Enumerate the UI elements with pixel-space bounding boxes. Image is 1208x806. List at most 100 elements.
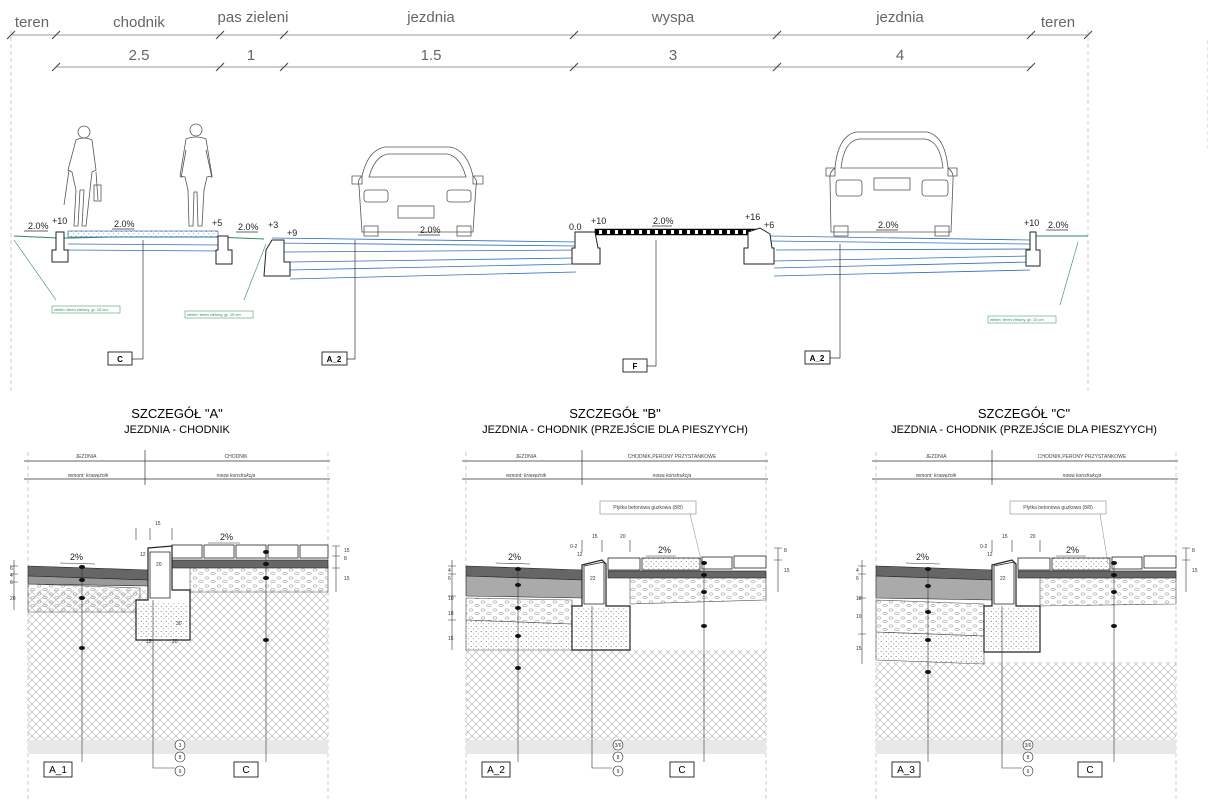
dim-value: 10 [856,614,862,620]
zone-note: nowa konstrukcja [217,473,256,479]
zone-label-pas-zieleni: pas zieleni [218,9,289,26]
green-note: zieleń: teren zielony, gr. 15 cm [54,307,108,312]
dim-value: 15 [856,646,862,652]
layer-circle-label: 8 [617,755,620,761]
elevation-label: +3 [268,220,278,230]
dim-value: 20 [172,639,178,645]
detail-tag: F [633,362,638,371]
detail-a: SZCZEGÓŁ "A" JEZDNIA - CHODNIK JEZDNIA C… [10,406,350,800]
car-front-icon [351,146,484,237]
sidewalk-pavers [67,230,219,238]
detail-subtitle: JEZDNIA - CHODNIK (PRZEJŚCIE DLA PIESZYY… [482,423,748,436]
dim-value: 22 [590,576,596,582]
car-front-icon [825,131,958,237]
dim-value: 15 [1002,534,1008,540]
dim-value: 8 [1192,548,1195,554]
zone-label: CHODNIK,PERONY PRZYSTANKOWE [1038,454,1127,460]
zone-label: CHODNIK,PERONY PRZYSTANKOWE [628,454,717,460]
slope-label: 2.0% [28,221,49,231]
detail-tag: A_3 [897,765,915,776]
zone-label: CHODNIK [224,454,248,460]
dim-value: 6 [10,580,13,586]
slope-label: 2% [1066,545,1079,555]
zone-note: nowa konstrukcja [1063,473,1102,479]
detail-tag: A_2 [810,354,825,363]
green-note: zieleń: teren zielony, gr. 15 cm [187,312,241,317]
dim-value: 30 [176,621,182,627]
dimension-ticks [6,30,1093,72]
elevation-label: +10 [1024,218,1039,228]
slope-label: 2.0% [114,219,135,229]
slope-label: 2.0% [1048,220,1069,230]
slope-label: 2% [658,545,671,555]
slope-label: 2.0% [420,225,441,235]
zone-label-jezdnia-1: jezdnia [406,9,455,26]
detail-tag: A_2 [487,765,505,776]
layer-circle-label: 9 [179,769,182,775]
zone-label: JEZDNIA [926,454,948,460]
zone-width-jezdnia-2: 4 [896,47,904,64]
layer-circle-label: 3 [179,743,182,749]
dim-value: 4 [10,573,13,579]
dim-value: 15 [784,568,790,574]
dim-value: 12 [577,552,583,558]
callout-note: Płytka betonowa guzkowa (8/8) [613,505,683,511]
dim-value: 8 [784,548,787,554]
dim-value: 20 [10,596,16,602]
zone-width-pas-zieleni: 1 [247,47,255,64]
pedestrian-figure-icon [63,125,102,227]
zone-label-teren-right: teren [1041,14,1075,31]
layer-circle-label: 3/6 [615,743,622,749]
dim-value: 15 [1192,568,1198,574]
dim-value: 15 [146,639,152,645]
zone-label-wyspa: wyspa [651,9,695,26]
elevation-label: +5 [212,218,222,228]
layer-circle-label: 8 [1027,755,1030,761]
zone-label-jezdnia-2: jezdnia [875,9,924,26]
top-cross-section: teren chodnik pas zieleni jezdnia wyspa … [6,9,1208,392]
pedestrian-figure-icon [179,123,213,227]
elevation-label: +9 [287,228,297,238]
zone-note: nowa konstrukcja [653,473,692,479]
slope-label: 2.0% [878,220,899,230]
layer-circle-label: 3/6 [1025,743,1032,749]
dim-value: 20 [156,562,162,568]
dim-value: 15 [344,576,350,582]
detail-tag: A_1 [49,765,67,776]
detail-title: SZCZEGÓŁ "B" [569,406,661,421]
elevation-label: +10 [591,216,606,226]
detail-tag: C [117,355,123,364]
green-note: zieleń: teren zielony, gr. 15 cm [990,317,1044,322]
dim-value: 4 [448,568,451,574]
zone-label: JEZDNIA [516,454,538,460]
slope-label: 2% [916,552,929,562]
zone-label-chodnik: chodnik [113,14,165,31]
zone-label: JEZDNIA [76,454,98,460]
elevation-label: +6 [764,220,774,230]
zone-width-chodnik: 2.5 [129,47,150,64]
dim-value: 4 [856,568,859,574]
dim-value: 15 [344,548,350,554]
dim-value: 15 [448,636,454,642]
slope-label: 2% [508,552,521,562]
dim-value: 20 [620,534,626,540]
dim-value: 12 [987,552,993,558]
slope-label: 2% [220,532,233,542]
slope-label: 2% [70,552,83,562]
elevation-label: +10 [52,216,67,226]
dim-value: 8 [344,556,347,562]
dim-value: 18 [856,596,862,602]
layer-circle-label: 9 [617,769,620,775]
zone-note: remont: krawężnik [916,473,957,479]
road-layers-left [271,237,581,280]
dim-value: 6 [10,566,13,572]
detail-tag: C [1086,765,1093,776]
zone-note: remont: krawężnik [506,473,547,479]
slope-label: 2.0% [238,222,259,232]
road-layers-right [769,235,1031,277]
dim-value: 20 [1030,534,1036,540]
dim-value: 18 [448,611,454,617]
detail-tag: C [678,765,685,776]
detail-tag: C [242,765,249,776]
